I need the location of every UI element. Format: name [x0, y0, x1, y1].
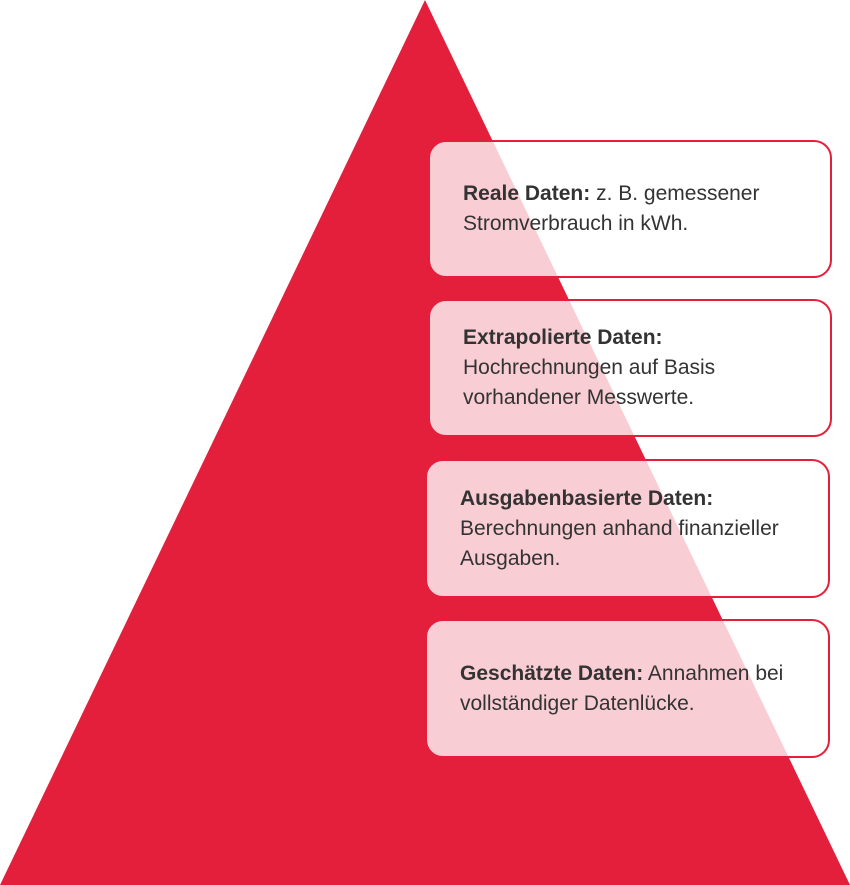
- level-term: Reale Daten:: [463, 182, 591, 205]
- level-card-spend-based-data: Ausgabenbasierte Daten: Berechnungen anh…: [425, 459, 830, 598]
- level-card-estimated-data: Geschätzte Daten: Annahmen bei vollständ…: [425, 619, 830, 758]
- level-text: Geschätzte Daten: Annahmen bei vollständ…: [460, 659, 806, 719]
- level-card-real-data: Reale Daten: z. B. gemessener Stromverbr…: [428, 140, 832, 278]
- level-term: Geschätzte Daten:: [460, 661, 644, 685]
- level-card-extrapolated-data: Extrapolierte Daten: Hochrechnungen auf …: [428, 299, 832, 437]
- level-term: Extrapolierte Daten:: [463, 326, 663, 349]
- level-text: Ausgabenbasierte Daten: Berechnungen anh…: [460, 484, 806, 574]
- level-text: Extrapolierte Daten: Hochrechnungen auf …: [463, 323, 808, 413]
- level-term: Ausgabenbasierte Daten:: [460, 486, 714, 510]
- level-description: Annahmen bei vollständiger Datenlücke.: [460, 661, 784, 715]
- level-description: Hochrechnungen auf Basis vorhandener Mes…: [463, 356, 716, 409]
- level-description: z. B. gemessener Stromverbrauch in kWh.: [463, 182, 760, 235]
- level-text: Reale Daten: z. B. gemessener Stromverbr…: [463, 179, 808, 239]
- level-description: Berechnungen anhand finanzieller Ausgabe…: [460, 516, 779, 570]
